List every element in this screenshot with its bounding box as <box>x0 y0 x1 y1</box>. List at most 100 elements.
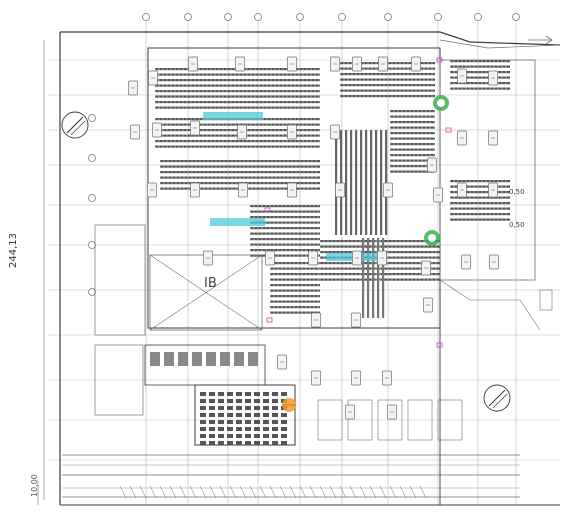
magenta-tag <box>264 207 271 213</box>
office-cell <box>236 427 242 431</box>
rack-column <box>367 238 370 318</box>
road-hatch <box>289 485 297 499</box>
office-cell <box>272 434 278 438</box>
rack-row <box>390 165 435 168</box>
office-cell <box>245 441 251 445</box>
road-hatch <box>189 485 197 499</box>
road-hatch <box>209 485 217 499</box>
grid-bubble-top <box>512 13 520 21</box>
road-hatch <box>239 485 247 499</box>
loading-bay <box>437 399 463 441</box>
green-circle-marker-1-inner <box>437 99 445 107</box>
office-cell <box>200 399 206 403</box>
grid-bubble-left <box>88 114 96 122</box>
road-hatch <box>309 485 317 499</box>
rack-row <box>250 254 320 257</box>
rack-row <box>450 191 510 194</box>
road-hatch <box>279 485 287 499</box>
office-cell <box>209 427 215 431</box>
rack-row <box>155 106 320 109</box>
office-cell <box>200 392 206 396</box>
grid-bubble-top <box>184 13 192 21</box>
service-cell <box>234 352 244 366</box>
rack-column <box>345 130 348 235</box>
arrow-right-head <box>545 35 553 45</box>
left-wing <box>94 224 146 336</box>
office-cell <box>281 392 287 396</box>
north-arrow-icon-right-shaft <box>488 389 506 407</box>
office-cell <box>281 427 287 431</box>
magenta-tag <box>436 57 443 63</box>
rack-row <box>270 306 320 309</box>
rack-row <box>450 82 510 85</box>
green-circle-marker-2-inner <box>428 234 436 242</box>
rack-row <box>250 249 320 252</box>
office-cell <box>254 406 260 410</box>
right-edge <box>439 279 541 331</box>
road-hatch <box>259 485 267 499</box>
office-cell <box>209 392 215 396</box>
office-cell <box>254 392 260 396</box>
office-cell <box>236 399 242 403</box>
rack-row <box>390 159 435 162</box>
rack-row <box>250 210 320 213</box>
office-cell <box>272 420 278 424</box>
north-arrow-icon-right-shaft2 <box>492 393 508 409</box>
rack-column <box>365 130 368 235</box>
office-cell <box>236 441 242 445</box>
rack-column <box>355 130 358 235</box>
road-hatch <box>369 485 377 499</box>
office-cell <box>254 420 260 424</box>
rack-row <box>390 170 435 173</box>
office-cell <box>245 413 251 417</box>
rack-row <box>450 71 510 74</box>
office-cell <box>227 434 233 438</box>
zone-label: IB <box>204 276 217 291</box>
office-cell <box>245 427 251 431</box>
office-cell <box>272 441 278 445</box>
office-cell <box>209 441 215 445</box>
rack-row <box>155 73 320 76</box>
grid-bubble-top <box>338 13 346 21</box>
office-cell <box>281 420 287 424</box>
service-cell <box>206 352 216 366</box>
office-cell <box>263 427 269 431</box>
office-cell <box>245 406 251 410</box>
office-cell <box>281 441 287 445</box>
grid-bubble-left <box>88 194 96 202</box>
rack-row <box>270 295 320 298</box>
office-cell <box>209 399 215 403</box>
road-hatch <box>339 485 347 499</box>
rack-row <box>450 60 510 63</box>
grid-bubble-left <box>88 241 96 249</box>
rack-column <box>360 130 363 235</box>
road-hatch <box>219 485 227 499</box>
rack-row <box>390 154 435 157</box>
office-cell <box>227 427 233 431</box>
right-door <box>539 289 553 311</box>
rack-row <box>250 232 320 235</box>
office-cell <box>245 434 251 438</box>
rack-column <box>385 130 388 235</box>
rack-column <box>377 238 380 318</box>
rack-row <box>155 84 320 87</box>
rack-column <box>370 130 373 235</box>
office-cell <box>200 434 206 438</box>
office-cell <box>209 413 215 417</box>
office-cell <box>236 434 242 438</box>
road-hatch <box>329 485 337 499</box>
grid-bubble-top <box>384 13 392 21</box>
magenta-tag <box>266 317 273 323</box>
rack-column <box>335 130 338 235</box>
office-cell <box>200 427 206 431</box>
office-cell <box>254 413 260 417</box>
north-arrow-icon-left-shaft2 <box>70 120 86 136</box>
rack-row <box>390 143 435 146</box>
grid-bubble-top <box>142 13 150 21</box>
rack-row <box>450 202 510 205</box>
rack-row <box>390 110 435 113</box>
office-cell <box>236 406 242 410</box>
road-hatch <box>199 485 207 499</box>
office-cell <box>263 413 269 417</box>
